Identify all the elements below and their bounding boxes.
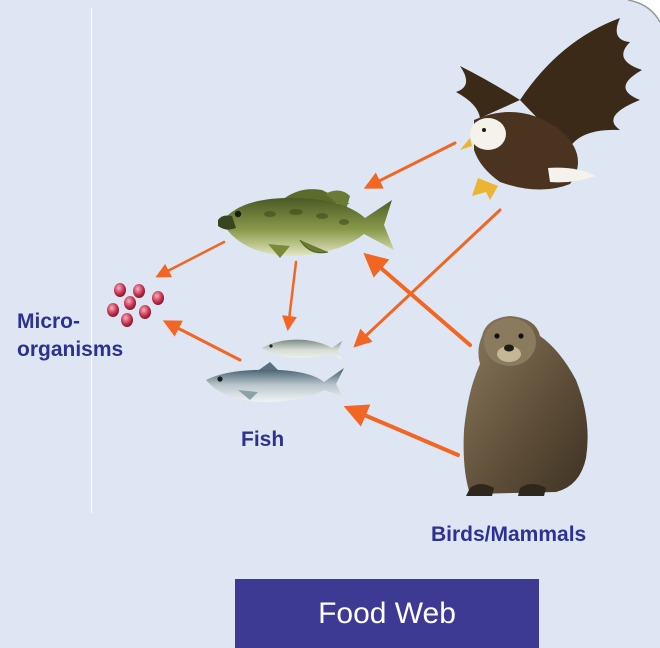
arrow-bass-to-small-fish (288, 262, 296, 328)
arrow-otter-to-herring (348, 408, 458, 455)
label-birds-mammals: Birds/Mammals (431, 522, 586, 548)
small-fish-icon (262, 340, 342, 360)
otter-icon (464, 316, 588, 496)
arrow-herring-to-microorganisms (166, 322, 240, 360)
title-box: Food Web (235, 579, 539, 648)
label-micro-line1: Micro- (17, 309, 123, 335)
arrow-eagle-to-bass (367, 143, 455, 187)
slide-title: Food Web (318, 597, 456, 631)
label-microorganisms: Micro- organisms (17, 309, 123, 363)
label-micro-line2: organisms (17, 337, 123, 363)
bass-fish-icon (218, 189, 394, 258)
eagle-icon (456, 18, 642, 200)
food-web-arrows (158, 143, 500, 455)
label-fish: Fish (241, 427, 284, 453)
arrow-bass-to-microorganisms (158, 242, 224, 276)
arrow-otter-to-bass (367, 256, 470, 345)
herring-fish-icon (206, 362, 344, 402)
